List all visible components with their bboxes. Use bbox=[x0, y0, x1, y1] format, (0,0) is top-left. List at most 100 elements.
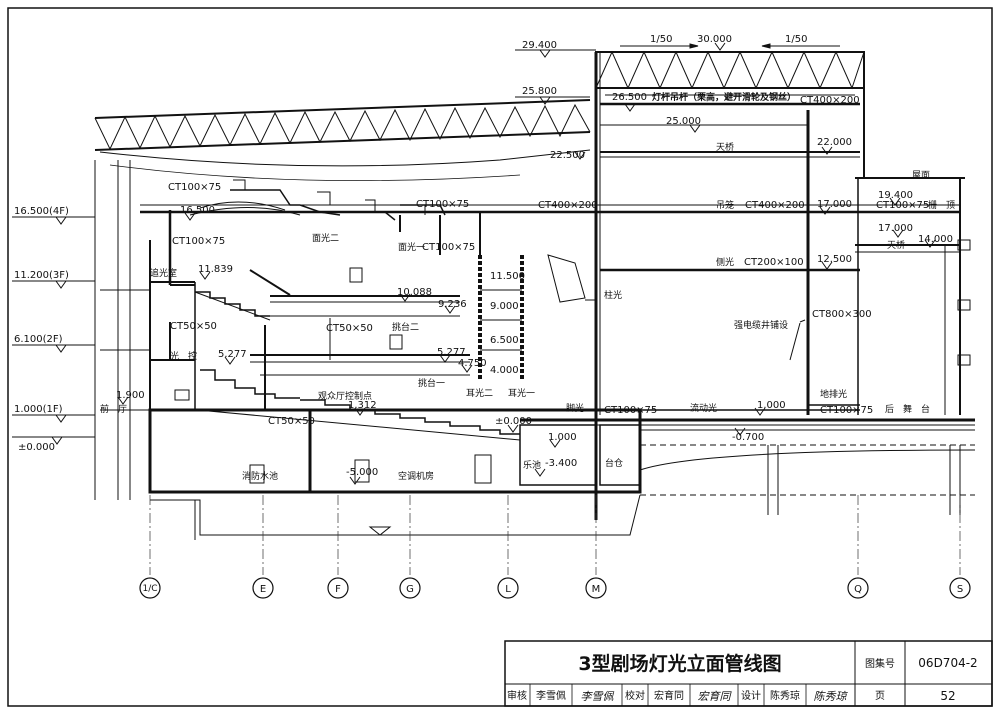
label-floor-light: 地排光 bbox=[820, 388, 847, 400]
cable-shaft-leader bbox=[789, 319, 806, 361]
label-ct100x75-upper: CT100×75 bbox=[168, 182, 221, 193]
label-ct50x50-c: CT50×50 bbox=[268, 416, 315, 427]
axis-label-1c: 1/C bbox=[142, 584, 157, 594]
auditorium-structure bbox=[94, 160, 642, 500]
level-17000-b: 17.000 bbox=[878, 223, 913, 234]
axis-bubble-l bbox=[497, 577, 519, 599]
check-label: 校对 bbox=[625, 689, 645, 702]
label-side-light: 侧光 bbox=[716, 256, 734, 268]
label-rear-stage: 后 舞 台 bbox=[885, 403, 930, 415]
axis-label-g: G bbox=[406, 584, 414, 595]
label-ct100x75-mid: CT100×75 bbox=[422, 242, 475, 253]
axis-bubble-e bbox=[252, 577, 274, 599]
level-10088: 10.088 bbox=[397, 287, 432, 298]
level-14000: 14.000 bbox=[918, 234, 953, 245]
label-ct100x75-face: CT100×75 bbox=[416, 199, 469, 210]
level-25800: 25.800 bbox=[522, 86, 557, 97]
label-face-light-2: 面光二 bbox=[312, 232, 339, 244]
axis-bubble-m bbox=[585, 577, 607, 599]
label-fire-pool: 消防水池 bbox=[242, 470, 278, 482]
level-11839: 11.839 bbox=[198, 264, 233, 275]
lighting-conduits bbox=[168, 210, 860, 411]
axis-label-m: M bbox=[592, 584, 601, 595]
label-balcony-2: 挑台二 bbox=[392, 321, 419, 333]
page-label: 页 bbox=[875, 690, 885, 702]
label-ct50x50-a: CT50×50 bbox=[170, 321, 217, 332]
level-11500: 11.500 bbox=[490, 271, 525, 282]
label-foyer: 前 厅 bbox=[100, 403, 127, 415]
level-6500: 6.500 bbox=[490, 335, 519, 346]
drawing-title: 3型剧场灯光立面管线图 bbox=[578, 652, 781, 675]
label-column-light: 柱光 bbox=[604, 289, 622, 301]
level-6100-2f: 6.100(2F) bbox=[14, 334, 63, 345]
annotation-labels: 灯杆吊杆（栗高，避开滑轮及钢丝） CT400×200 天桥 吊笼 CT400×2… bbox=[100, 91, 955, 482]
level-1000-b: 1.000 bbox=[548, 432, 577, 443]
label-ct400x200-mid: CT400×200 bbox=[745, 200, 805, 211]
level-1000-1f: 1.000(1F) bbox=[14, 404, 63, 415]
level-19400: 19.400 bbox=[878, 190, 913, 201]
reviewer-signature: 李雪佩 bbox=[581, 690, 615, 703]
level-minus-5000: -5.000 bbox=[346, 467, 378, 478]
level-1312: 1.312 bbox=[348, 400, 377, 411]
level-11200-3f: 11.200(3F) bbox=[14, 270, 69, 281]
label-ct100x75-left: CT100×75 bbox=[172, 236, 225, 247]
level-25000: 25.000 bbox=[666, 116, 701, 127]
axis-bubble-1c bbox=[139, 577, 161, 599]
label-fly-cage: 吊笼 bbox=[716, 199, 734, 211]
floor-level-lines bbox=[12, 49, 596, 438]
label-ct400x200-top: CT400×200 bbox=[800, 95, 860, 106]
label-face-light-1: 面光一 bbox=[398, 241, 425, 253]
level-labels: 29.400 30.000 1/50 1/50 25.800 26.500 25… bbox=[14, 34, 953, 478]
auditorium-roof-truss bbox=[94, 99, 591, 182]
axis-label-s: S bbox=[957, 584, 963, 595]
label-ac-room: 空调机房 bbox=[398, 470, 434, 482]
level-30000: 30.000 bbox=[697, 34, 732, 45]
label-balcony-1: 挑台一 bbox=[418, 377, 445, 389]
axis-label-e: E bbox=[260, 584, 266, 595]
axis-grid-lines bbox=[149, 495, 961, 575]
slope-right: 1/50 bbox=[785, 34, 807, 45]
checker-signature: 宏育同 bbox=[698, 690, 733, 703]
level-minus-3400: -3.400 bbox=[545, 458, 577, 469]
level-markers bbox=[51, 42, 936, 485]
level-16500-4f: 16.500(4F) bbox=[14, 206, 69, 217]
label-under-stage: 台仓 bbox=[605, 457, 623, 469]
level-0000-b: ±0.000 bbox=[495, 416, 532, 427]
axis-bubble-f bbox=[327, 577, 349, 599]
label-ct800x300: CT800×300 bbox=[812, 309, 872, 320]
level-1900: 1.900 bbox=[116, 390, 145, 401]
level-22000: 22.000 bbox=[817, 137, 852, 148]
design-label: 设计 bbox=[741, 689, 761, 702]
slope-left: 1/50 bbox=[650, 34, 672, 45]
axis-bubble-g bbox=[399, 577, 421, 599]
atlas-number-label: 图集号 bbox=[865, 657, 895, 670]
label-footlight: 脚光 bbox=[566, 402, 584, 414]
designer-signature: 陈秀琼 bbox=[814, 690, 849, 703]
axis-bubble-s bbox=[949, 577, 971, 599]
level-minus-0700: -0.700 bbox=[732, 432, 764, 443]
level-9000: 9.000 bbox=[490, 301, 519, 312]
level-1000-a: 1.000 bbox=[757, 400, 786, 411]
level-5277-a: 5.277 bbox=[218, 349, 247, 360]
label-ct100x75-stage: CT100×75 bbox=[604, 405, 657, 416]
level-16500: 16.500 bbox=[180, 205, 215, 216]
label-ct100x75-rear: CT100×75 bbox=[820, 405, 873, 416]
level-0000: ±0.000 bbox=[18, 442, 55, 453]
label-ct200x100: CT200×100 bbox=[744, 257, 804, 268]
label-ct100x75-grid: CT100×75 bbox=[876, 200, 929, 211]
label-ear-light-2: 耳光二 bbox=[466, 387, 493, 399]
page-number: 52 bbox=[940, 689, 955, 703]
atlas-number: 06D704-2 bbox=[918, 656, 977, 670]
label-ear-light-1: 耳光一 bbox=[508, 387, 535, 399]
review-label: 审核 bbox=[507, 689, 527, 702]
designer-name: 陈秀琼 bbox=[770, 689, 800, 702]
sheet-border bbox=[7, 7, 993, 707]
label-ct400x200-left: CT400×200 bbox=[538, 200, 598, 211]
level-4000: 4.000 bbox=[490, 365, 519, 376]
label-grid-top: 栅 顶 bbox=[928, 199, 955, 211]
axis-bubbles: 1/C E F G L M Q S bbox=[139, 577, 971, 599]
level-22500: 22.500 bbox=[550, 150, 585, 161]
label-mobile-light: 流动光 bbox=[690, 402, 717, 414]
label-catwalk-2: 天桥 bbox=[887, 239, 905, 251]
axis-bubble-q bbox=[847, 577, 869, 599]
